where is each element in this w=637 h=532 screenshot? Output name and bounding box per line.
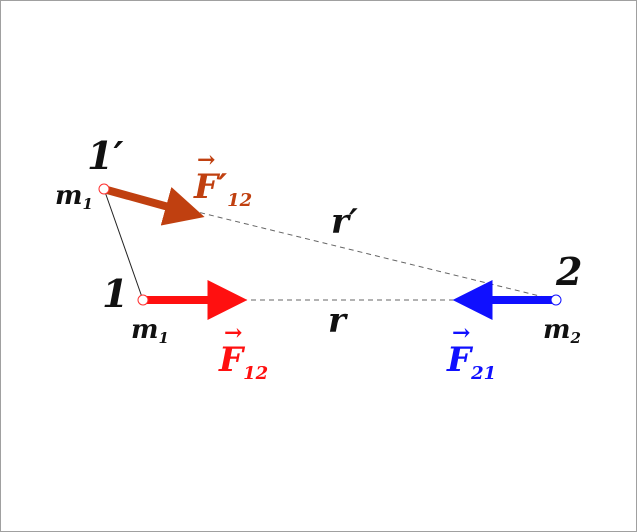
force-arrow-f12-prime [105,186,205,226]
mass-label-1-prime: m1 [55,181,93,213]
force-symbol-f21: F21 [446,340,496,384]
distance-label-r: r [328,301,348,341]
displacement-line [103,188,144,301]
force-label-f21: → F21 [446,320,496,384]
force-symbol-f12-prime: F′12 [193,167,252,211]
point-1-label: 1 [102,271,128,316]
vector-arrow-f12-prime: → [197,147,215,173]
force-label-f12: → F12 [218,320,268,384]
distance-label-r-prime: r′ [331,202,358,242]
mass-label-1: m1 [131,315,169,347]
vector-arrow-f12: → [224,320,242,346]
point-1-prime-label: 1′ [87,133,123,178]
force-symbol-f12: F12 [218,340,268,384]
point-1-prime-dot [98,183,110,195]
point-2-dot [550,294,562,306]
point-1-dot [137,294,149,306]
vector-arrow-f21: → [452,320,470,346]
point-2-label: 2 [555,249,582,294]
force-label-f12-prime: → F′12 [193,147,252,211]
mass-label-2: m2 [543,315,581,347]
